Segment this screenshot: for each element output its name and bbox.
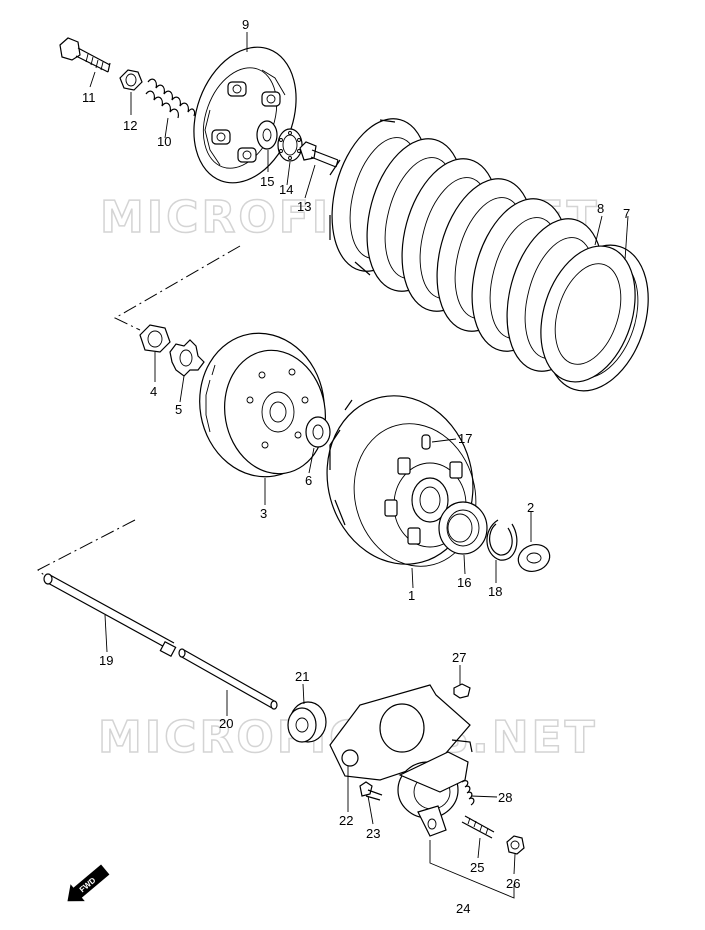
part-pressure-plate-9 bbox=[193, 46, 297, 184]
part-nut-4 bbox=[139, 324, 171, 353]
callout-28: 28 bbox=[498, 790, 512, 805]
callout-numbers: 9 11 12 10 15 14 13 8 7 4 5 3 6 17 2 1 1… bbox=[82, 17, 630, 916]
part-bearing-21 bbox=[287, 701, 327, 743]
callout-7: 7 bbox=[623, 206, 630, 221]
callout-11: 11 bbox=[82, 90, 96, 105]
part-push-rod-20 bbox=[178, 648, 278, 710]
leader-lines bbox=[89, 32, 629, 899]
callout-25: 25 bbox=[470, 860, 484, 875]
callout-24: 24 bbox=[456, 901, 470, 916]
callout-3: 3 bbox=[260, 506, 267, 521]
part-washer-15 bbox=[256, 120, 278, 150]
part-release-housing-24 bbox=[397, 739, 473, 837]
part-clutch-hub-3 bbox=[199, 332, 327, 478]
part-washer-6 bbox=[305, 416, 331, 448]
callout-21: 21 bbox=[295, 669, 309, 684]
part-bearing-14 bbox=[277, 128, 303, 162]
part-push-rod-19 bbox=[43, 573, 177, 658]
callout-26: 26 bbox=[506, 876, 520, 891]
part-spring-10 bbox=[145, 78, 196, 119]
callout-20: 20 bbox=[219, 716, 233, 731]
callout-13: 13 bbox=[297, 199, 311, 214]
part-bolt-23 bbox=[359, 781, 383, 801]
callout-5: 5 bbox=[175, 402, 182, 417]
part-circlip-18 bbox=[486, 519, 518, 561]
part-thrust-washer-2 bbox=[517, 544, 551, 572]
assembly-boundary-lower bbox=[37, 519, 136, 581]
callout-23: 23 bbox=[366, 826, 380, 841]
callout-8: 8 bbox=[597, 201, 604, 216]
part-clutch-housing-1 bbox=[326, 395, 477, 567]
part-spring-28 bbox=[461, 780, 475, 806]
callout-18: 18 bbox=[488, 584, 502, 599]
part-spacer-16 bbox=[438, 501, 488, 555]
assembly-boundary-upper bbox=[113, 245, 241, 331]
callout-16: 16 bbox=[457, 575, 471, 590]
callout-17: 17 bbox=[458, 431, 472, 446]
callout-14: 14 bbox=[279, 182, 293, 197]
part-bolt-11 bbox=[59, 37, 111, 73]
part-bolt-27 bbox=[453, 683, 471, 699]
part-clutch-plate-stack bbox=[329, 118, 649, 392]
callout-6: 6 bbox=[305, 473, 312, 488]
callout-27: 27 bbox=[452, 650, 466, 665]
part-pin-17 bbox=[421, 434, 431, 450]
part-gasket-22 bbox=[329, 684, 471, 781]
forward-arrow-icon: FWD bbox=[67, 864, 110, 902]
callout-1: 1 bbox=[408, 588, 415, 603]
part-screw-25 bbox=[461, 815, 495, 839]
callout-9: 9 bbox=[242, 17, 249, 32]
part-nut-26 bbox=[506, 835, 525, 855]
callout-15: 15 bbox=[260, 174, 274, 189]
callout-22: 22 bbox=[339, 813, 353, 828]
part-nut-12 bbox=[119, 69, 143, 91]
part-lock-washer-5 bbox=[169, 339, 205, 377]
callout-12: 12 bbox=[123, 118, 137, 133]
part-push-pin-13 bbox=[299, 141, 339, 168]
callout-4: 4 bbox=[150, 384, 157, 399]
callout-10: 10 bbox=[157, 134, 171, 149]
callout-19: 19 bbox=[99, 653, 113, 668]
callout-2: 2 bbox=[527, 500, 534, 515]
